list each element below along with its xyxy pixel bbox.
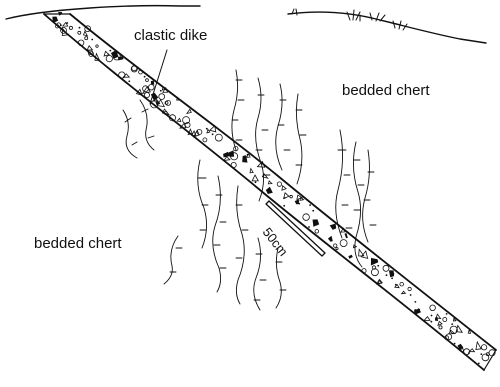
clast [371, 258, 378, 266]
clast [207, 129, 210, 133]
clast [87, 46, 92, 50]
clast [255, 181, 257, 183]
clast [451, 323, 453, 325]
clast [277, 182, 281, 186]
clast [438, 322, 442, 326]
clast [298, 203, 300, 205]
clast [146, 79, 149, 82]
clast [415, 301, 417, 303]
clast [144, 76, 146, 78]
clast [96, 45, 98, 47]
clast [187, 109, 191, 113]
clast [268, 181, 272, 184]
clast [476, 342, 481, 350]
clast [91, 39, 93, 41]
clast [231, 162, 236, 167]
clast [118, 56, 124, 60]
clast [334, 244, 337, 247]
clast [160, 90, 162, 92]
clast [469, 349, 474, 352]
clast [361, 251, 368, 258]
clast [348, 255, 352, 259]
clast [128, 80, 130, 82]
clast [149, 84, 155, 90]
clast [443, 318, 447, 322]
clast [79, 27, 81, 29]
clast [468, 352, 470, 354]
clast [386, 274, 388, 276]
clast [328, 236, 333, 242]
clast [371, 269, 378, 276]
clast [454, 343, 456, 345]
clast [106, 55, 112, 61]
clast [206, 128, 208, 130]
clast [109, 50, 111, 52]
clast [266, 187, 273, 194]
clast [377, 265, 379, 267]
clast [84, 31, 88, 36]
clast [58, 12, 62, 16]
clast [431, 315, 433, 317]
clast [312, 210, 314, 212]
clast [144, 92, 149, 97]
bedded-chert-label-lower: bedded chert [34, 235, 122, 252]
clast [430, 305, 436, 311]
clast [290, 195, 293, 198]
clast [340, 240, 347, 247]
clast [391, 277, 393, 279]
clast [215, 134, 222, 141]
clast [78, 31, 81, 34]
clast [303, 214, 310, 221]
clast [330, 224, 337, 230]
clast [85, 37, 88, 40]
clast [431, 321, 433, 323]
ground-surface [6, 6, 486, 43]
clast [283, 205, 285, 207]
clast [151, 81, 154, 85]
clast [402, 291, 406, 294]
scale-bar-label: 50cm [260, 225, 291, 259]
dike-clasts [52, 12, 495, 364]
clast [400, 282, 404, 286]
clast [119, 72, 125, 78]
bedded-chert-label-upper: bedded chert [342, 82, 430, 99]
clast [439, 326, 442, 329]
clast [446, 313, 448, 315]
clast [482, 354, 489, 361]
clast [52, 17, 58, 24]
clast [481, 345, 486, 350]
clast [315, 230, 319, 234]
clast [480, 353, 482, 355]
clast [224, 157, 230, 161]
clast [345, 233, 348, 238]
clast [212, 133, 214, 135]
clast [247, 154, 249, 156]
clast [177, 118, 181, 121]
clast [478, 363, 480, 365]
clast [389, 270, 394, 277]
clast [418, 309, 420, 311]
clastic-dike-label: clastic dike [134, 27, 207, 44]
clast [181, 100, 183, 102]
clast [308, 226, 310, 228]
clast [69, 26, 72, 29]
clast [446, 334, 452, 340]
clast [252, 175, 258, 181]
clast [383, 265, 389, 271]
clast [62, 29, 67, 36]
clast [408, 287, 411, 290]
clast [410, 294, 412, 296]
clast [210, 126, 216, 132]
clast [313, 219, 320, 226]
clast [162, 109, 169, 115]
clast [309, 204, 311, 206]
clast [203, 138, 207, 142]
clast [282, 186, 286, 191]
clast [250, 169, 253, 173]
clast [336, 248, 338, 250]
clast [159, 94, 165, 100]
clast [66, 22, 68, 24]
clast [424, 317, 430, 321]
